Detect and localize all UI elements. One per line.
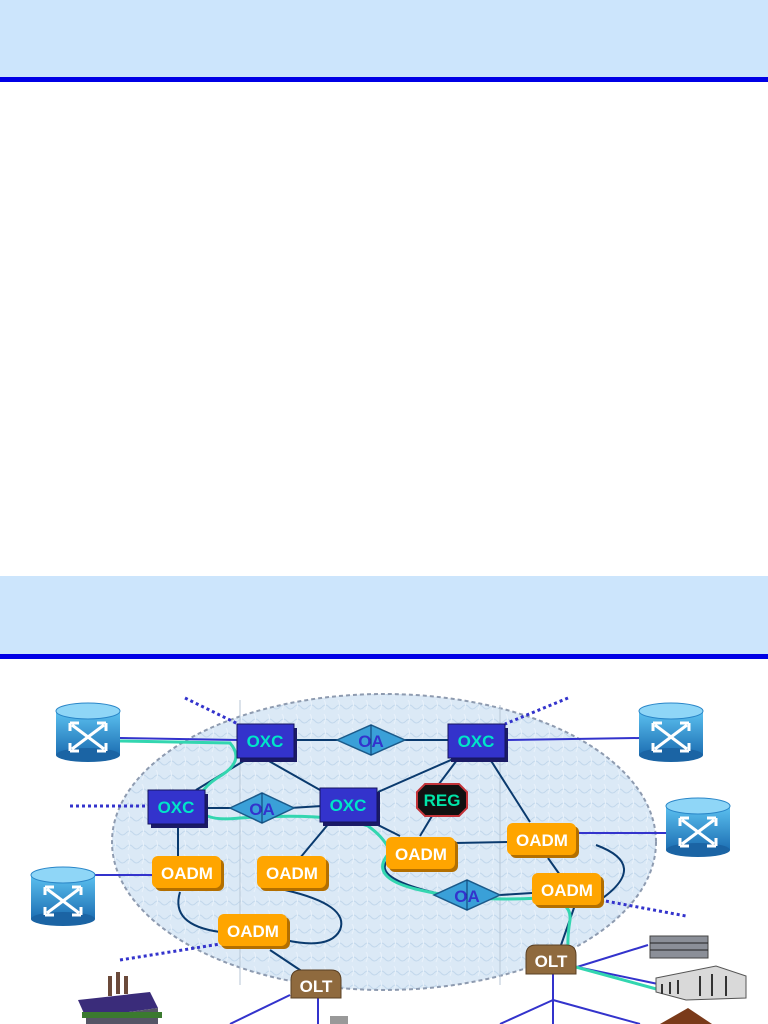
router-top-right-icon (637, 701, 705, 764)
oadm-left: OADM (152, 856, 224, 891)
oa-left-label: OA (249, 800, 275, 819)
optical-network-diagram: OA OA OA OXC OXC OXC OXC REG OADM (29, 693, 747, 1024)
small-building-icon (330, 1016, 348, 1024)
oa-amplifier-left: OA (228, 792, 296, 824)
oadm-bottom-left-label: OADM (227, 922, 279, 941)
middle-header-band (0, 576, 768, 659)
oxc-left: OXC (147, 789, 208, 828)
oadm-right-lower: OADM (532, 873, 604, 908)
factory-building-icon (78, 972, 162, 1024)
oxc-top-left: OXC (236, 723, 297, 762)
oadm-bottom-left: OADM (218, 914, 290, 949)
olt-left-label: OLT (300, 977, 333, 996)
router-top-left-icon (54, 701, 122, 764)
oxc-left-label: OXC (158, 798, 195, 817)
oa-top-label: OA (358, 732, 384, 751)
oadm-center-label: OADM (395, 845, 447, 864)
oadm-right-lower-label: OADM (541, 881, 593, 900)
oadm-right-upper-label: OADM (516, 831, 568, 850)
oxc-center-label: OXC (330, 796, 367, 815)
external-dotted-links (70, 696, 687, 962)
reg-regenerator: REG (416, 783, 468, 817)
oa-bottom-label: OA (454, 887, 480, 906)
olt-right-label: OLT (535, 952, 568, 971)
router-left-icon (29, 865, 97, 928)
oa-amplifier-top: OA (335, 724, 407, 756)
oxc-center: OXC (319, 787, 380, 826)
office-building-icon (649, 935, 709, 959)
oxc-top-right: OXC (447, 723, 508, 762)
oadm-right-upper: OADM (507, 823, 579, 858)
oadm-center: OADM (386, 837, 458, 872)
campus-building-icon (655, 965, 747, 1001)
oa-amplifier-bottom: OA (432, 879, 502, 911)
reg-label: REG (424, 791, 461, 810)
house-icon (660, 1008, 712, 1024)
router-right-icon (664, 796, 732, 859)
oadm-mid-left-label: OADM (266, 864, 318, 883)
olt-right: OLT (525, 944, 577, 975)
oadm-mid-left: OADM (257, 856, 329, 891)
oxc-top-right-label: OXC (458, 732, 495, 751)
oxc-top-left-label: OXC (247, 732, 284, 751)
oadm-left-label: OADM (161, 864, 213, 883)
top-header-band (0, 0, 768, 82)
olt-left: OLT (290, 969, 342, 999)
